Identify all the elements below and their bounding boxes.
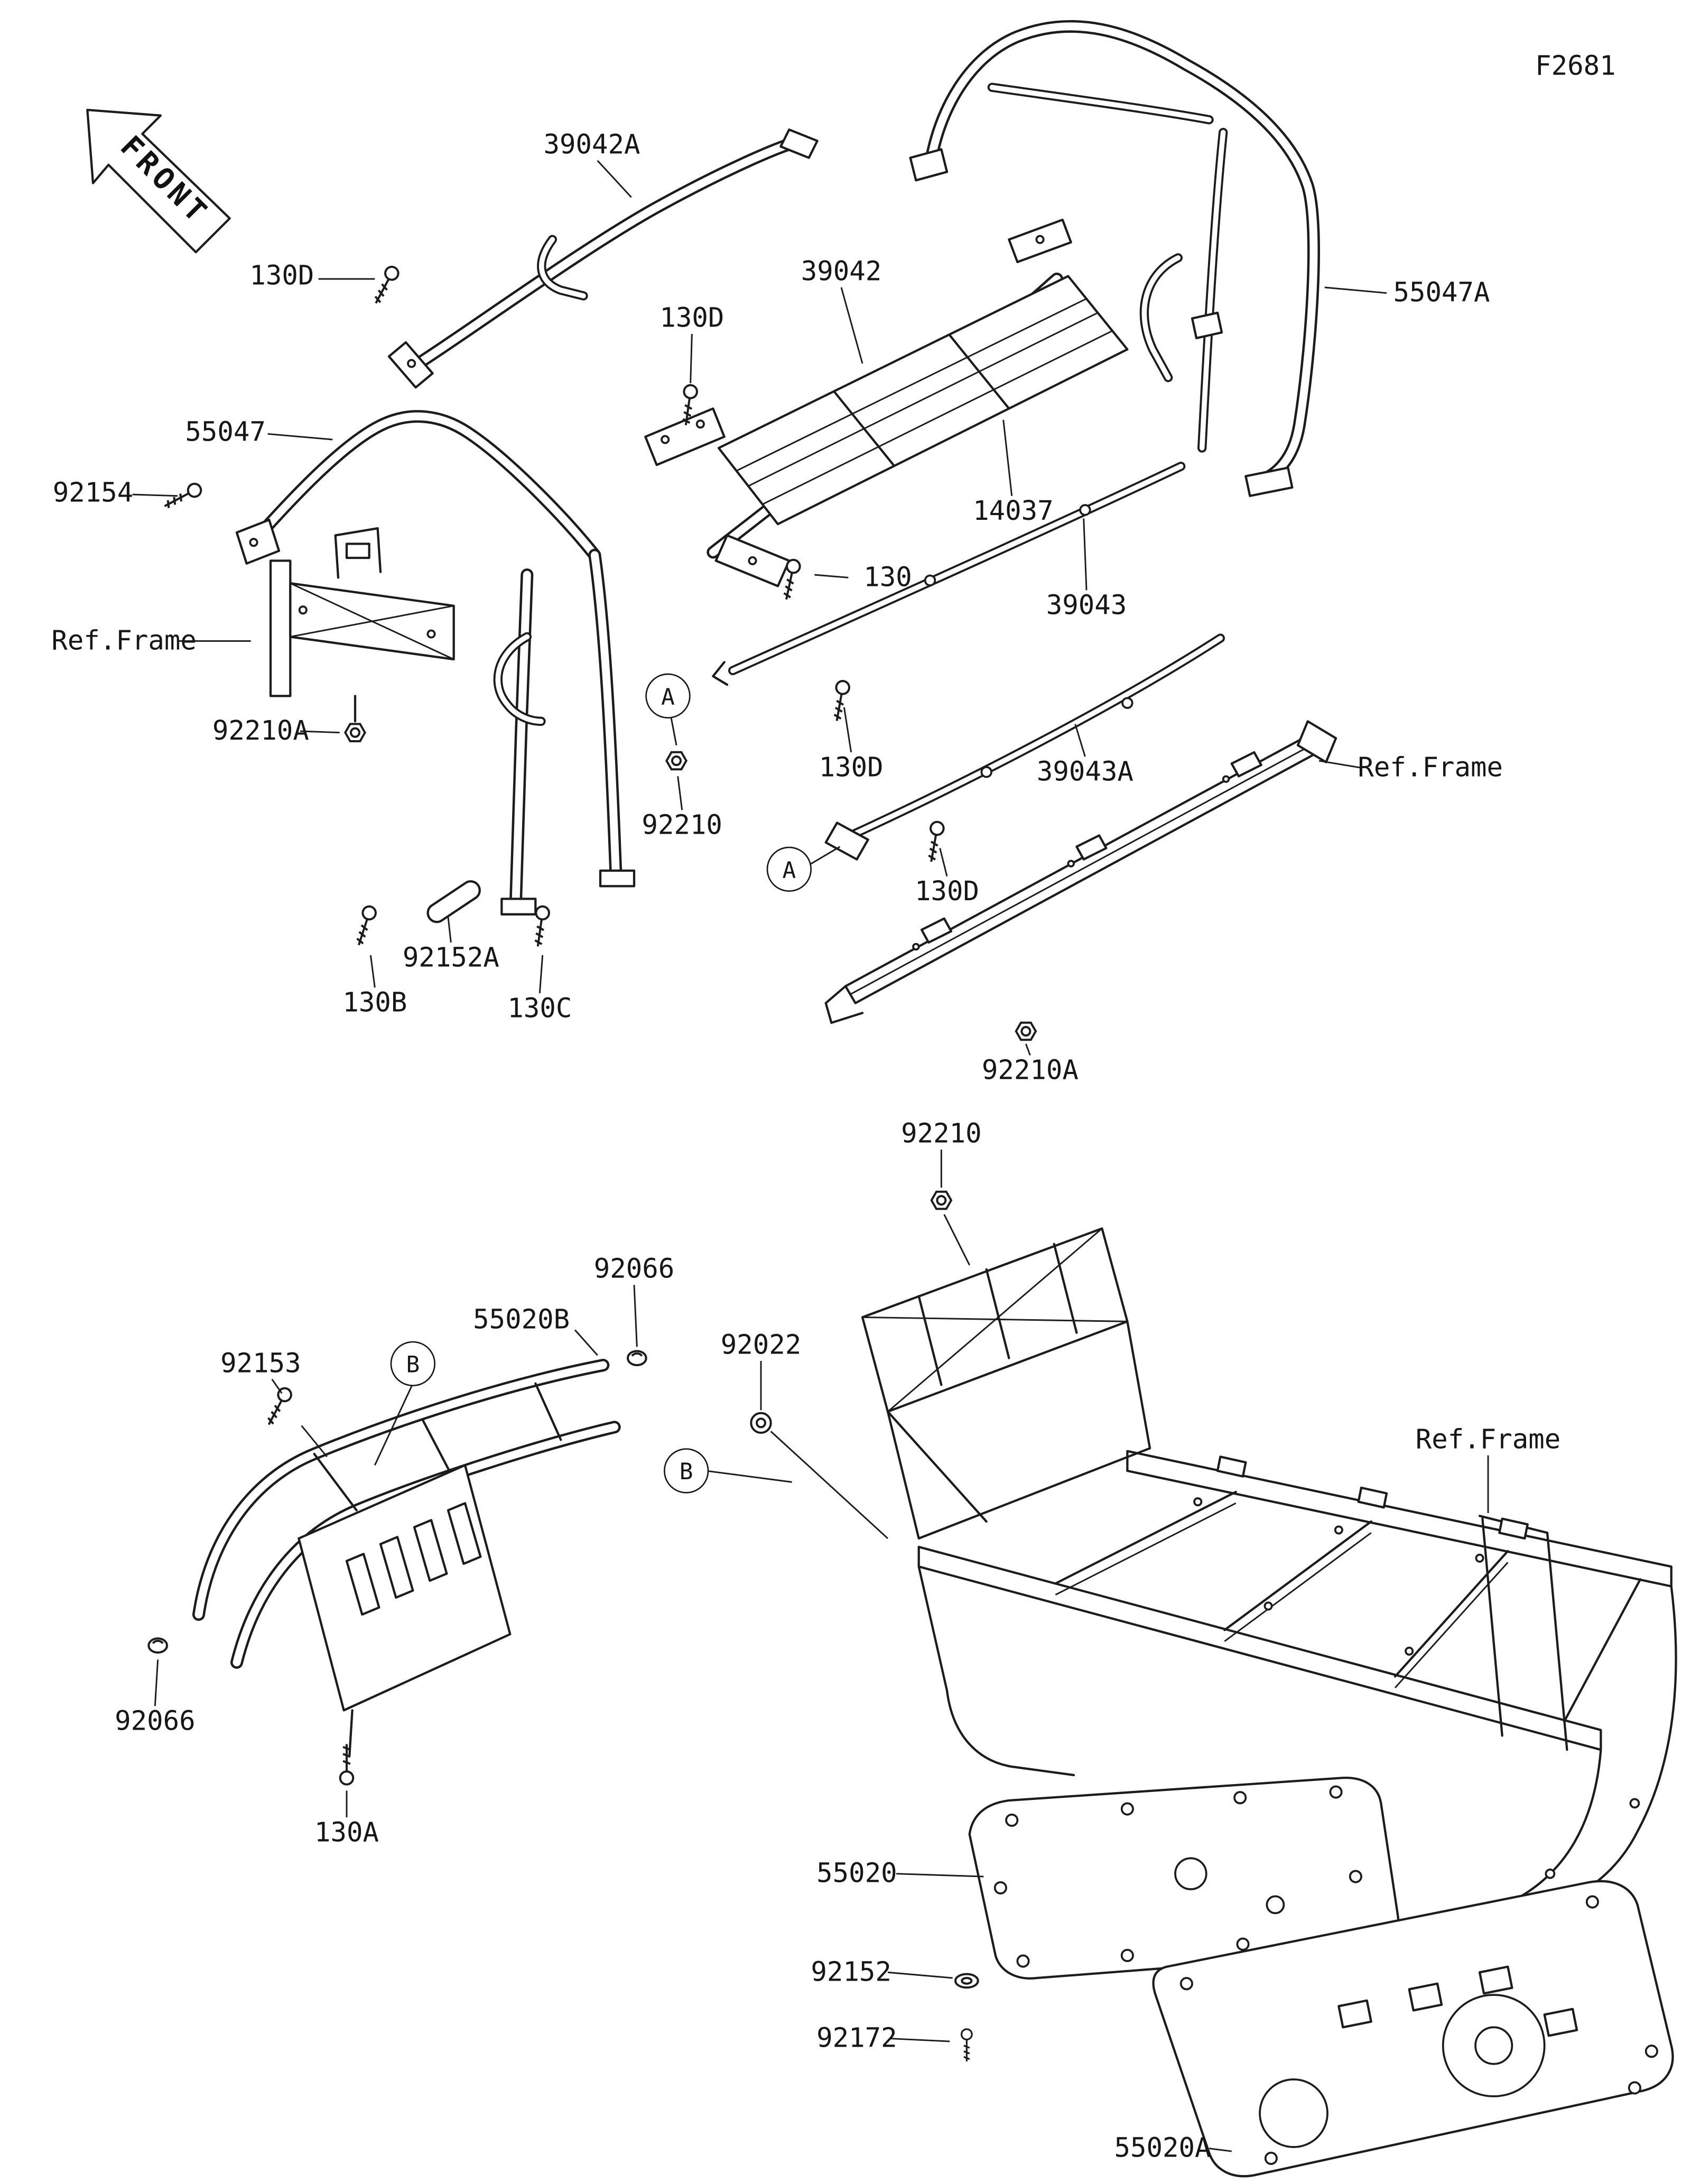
part-label-130D-2: 130D [659,303,724,334]
front-arrow: FRONT [86,108,231,254]
part-label-130B: 130B [342,987,407,1019]
part-39043A [824,638,1221,861]
part-55047 [235,416,636,916]
part-label-55020: 55020 [816,1858,897,1890]
part-label-130D-4: 130D [915,876,980,908]
part-label-130C: 130C [507,993,572,1024]
ref-frame-left-drawing [269,527,455,723]
ref-frame-label-left: Ref.Frame [51,626,197,657]
part-label-130D-3: 130D [819,752,884,783]
figure-code: F2681 [1535,51,1616,82]
part-label-92210A-1: 92210A [212,715,309,747]
part-label-55047: 55047 [185,417,266,449]
part-label-55020B: 55020B [473,1304,570,1336]
leader-lines [132,160,1489,2152]
part-label-55020A: 55020A [1114,2133,1211,2164]
part-label-92152: 92152 [811,1957,891,1988]
part-label-39042A: 39042A [543,129,640,161]
part-label-92066-2: 92066 [115,1706,196,1738]
ref-bubble-B-2: B [664,1448,709,1494]
part-label-92152A: 92152A [402,942,499,974]
ref-frame-label-right: Ref.Frame [1358,752,1503,783]
part-39042 [644,218,1072,552]
part-label-39043: 39043 [1046,590,1127,622]
part-label-130: 130 [863,562,912,593]
ref-bubble-B-1: B [390,1341,436,1387]
chassis-frame-drawing [861,1227,1677,1915]
part-label-92210: 92210 [642,810,722,842]
part-39043 [712,466,1181,686]
part-39042A [387,128,819,389]
part-label-92153: 92153 [220,1348,301,1379]
part-label-92066-1: 92066 [593,1254,675,1285]
part-label-130A: 130A [314,1817,379,1849]
part-label-92172: 92172 [816,2023,897,2055]
part-label-92210A-2: 92210A [981,1055,1079,1087]
part-label-130D-1: 130D [249,260,314,292]
part-label-92154: 92154 [52,478,134,509]
part-55020B [199,1365,615,1757]
fasteners [148,265,1036,2062]
ref-bubble-A-1: A [645,673,691,719]
ref-frame-label-bottom: Ref.Frame [1415,1424,1561,1455]
part-label-14037: 14037 [973,496,1054,527]
part-55047A [909,26,1314,497]
ref-bubble-A-2: A [766,846,812,892]
ref-frame-right-drawing [824,720,1337,1024]
part-14037 [714,275,1129,587]
part-label-39042: 39042 [801,256,882,288]
part-label-92022: 92022 [720,1330,802,1361]
part-label-92210-2: 92210 [901,1118,982,1150]
part-55020A [1152,1880,1674,2178]
part-label-39043A: 39043A [1036,757,1133,788]
part-label-55047A: 55047A [1393,277,1490,309]
